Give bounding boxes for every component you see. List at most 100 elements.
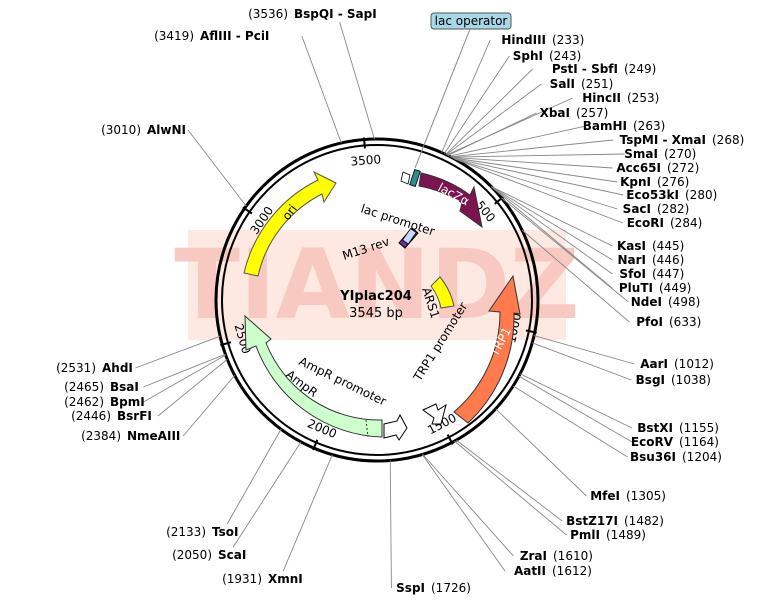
ori-arrow — [243, 170, 337, 277]
site-position: (449) — [659, 281, 691, 295]
site-name: AhdI — [102, 361, 133, 375]
site-label-right: NarI — [617, 253, 646, 267]
site-label-right: BstXI — [637, 421, 673, 435]
lac-operator-mark — [409, 168, 421, 188]
site-labels: HindIII(233)SphI(243)PstI - SbfI(249)Sal… — [56, 7, 744, 595]
site-leader-line — [447, 112, 537, 156]
site-label-right: PstI - SbfI — [552, 62, 618, 76]
plasmid-name: YIplac204 — [339, 289, 412, 304]
site-label-right: HindIII — [501, 33, 546, 47]
site-name: XmnI — [268, 572, 303, 586]
ampr-dash — [365, 419, 369, 438]
site-position: (2384) — [81, 429, 121, 443]
site-name: EcoRI — [627, 216, 664, 230]
site-position: (1482) — [624, 514, 664, 528]
site-position: (276) — [657, 175, 689, 189]
site-position: (1038) — [671, 373, 711, 387]
site-leader-line — [491, 186, 613, 261]
site-position: (270) — [664, 147, 696, 161]
site-label-right: HincII — [582, 91, 621, 105]
site-name: SphI — [513, 49, 543, 63]
site-leader-line — [495, 408, 587, 497]
site-label-right: Acc65I — [616, 161, 661, 175]
site-label-right: KpnI — [620, 175, 651, 189]
site-position: (263) — [633, 119, 665, 133]
site-leader-line — [441, 39, 491, 153]
tick-mark — [363, 137, 366, 149]
site-leader-line — [454, 158, 624, 224]
trp1-arrow — [453, 274, 521, 424]
site-leader-line — [421, 454, 506, 572]
m13-rev-box — [401, 227, 417, 245]
site-position: (2465) — [64, 380, 104, 394]
site-leader-line — [454, 440, 567, 536]
site-position: (1204) — [682, 450, 722, 464]
site-name: SmaI — [624, 147, 658, 161]
site-name: BsgI — [636, 373, 665, 387]
ampr-arrow — [244, 314, 383, 438]
site-label-right: NdeI — [631, 295, 662, 309]
site-name: BsrFI — [117, 409, 152, 423]
site-position: (3419) — [154, 29, 194, 43]
site-label-right: PmlI — [570, 528, 600, 542]
site-name: KasI — [617, 239, 646, 253]
site-name: PluTI — [619, 281, 653, 295]
site-leader-line — [532, 342, 632, 381]
site-label-right: BsgI — [636, 373, 665, 387]
site-leader-line — [491, 187, 613, 289]
site-label-right: BstZ17I — [566, 514, 618, 528]
site-position: (2133) — [166, 525, 206, 539]
site-position: (1305) — [626, 489, 666, 503]
site-leader-line — [443, 55, 510, 154]
ars1-arc — [430, 276, 455, 309]
site-name: SfoI — [619, 267, 646, 281]
trp1-promoter-arrow — [422, 403, 447, 425]
site-name: AlwNI — [147, 123, 186, 137]
site-label-right: SacI — [623, 202, 651, 216]
site-leader-line — [491, 186, 613, 247]
site-position: (1726) — [431, 581, 471, 595]
site-name: SalI — [550, 77, 575, 91]
site-leader-line — [533, 335, 635, 365]
site-name: BamHI — [583, 119, 627, 133]
site-leader-line — [450, 139, 614, 158]
site-name: Bsu36I — [630, 450, 676, 464]
site-leader-line — [187, 129, 247, 207]
site-label-right: EcoRV — [631, 435, 674, 449]
site-leader-line — [446, 83, 542, 156]
site-leader-line — [518, 375, 633, 443]
site-position: (257) — [576, 106, 608, 120]
site-position: (268) — [712, 133, 744, 147]
site-position: (1155) — [679, 421, 719, 435]
tick-mark — [312, 439, 319, 451]
site-name: PfoI — [636, 315, 663, 329]
site-name: Eco53kI — [626, 188, 679, 202]
site-name: NdeI — [631, 295, 662, 309]
site-leader-line — [135, 335, 221, 369]
site-position: (249) — [624, 62, 656, 76]
site-position: (1489) — [606, 528, 646, 542]
backbone-inner — [221, 144, 533, 456]
site-position: (1012) — [674, 357, 714, 371]
site-leader-line — [512, 385, 628, 458]
site-position: (1931) — [222, 572, 262, 586]
site-label-right: BamHI — [583, 119, 627, 133]
site-name: BsaI — [110, 380, 139, 394]
site-label-right: SalI — [550, 77, 575, 91]
site-label-right: MfeI — [590, 489, 620, 503]
site-position: (3010) — [101, 123, 141, 137]
site-position: (2531) — [56, 361, 96, 375]
site-leader-line — [456, 439, 563, 522]
site-leader-line — [445, 68, 533, 155]
tick-mark — [525, 329, 537, 334]
site-position: (498) — [668, 295, 700, 309]
site-name: NmeAIII — [127, 429, 180, 443]
tick-mark — [242, 206, 253, 215]
lac-promoter-arrow — [400, 171, 411, 185]
site-leader-line — [491, 186, 613, 275]
site-position: (243) — [549, 49, 581, 63]
site-name: BpmI — [110, 395, 145, 409]
site-position: (282) — [657, 202, 689, 216]
site-position: (633) — [669, 315, 701, 329]
